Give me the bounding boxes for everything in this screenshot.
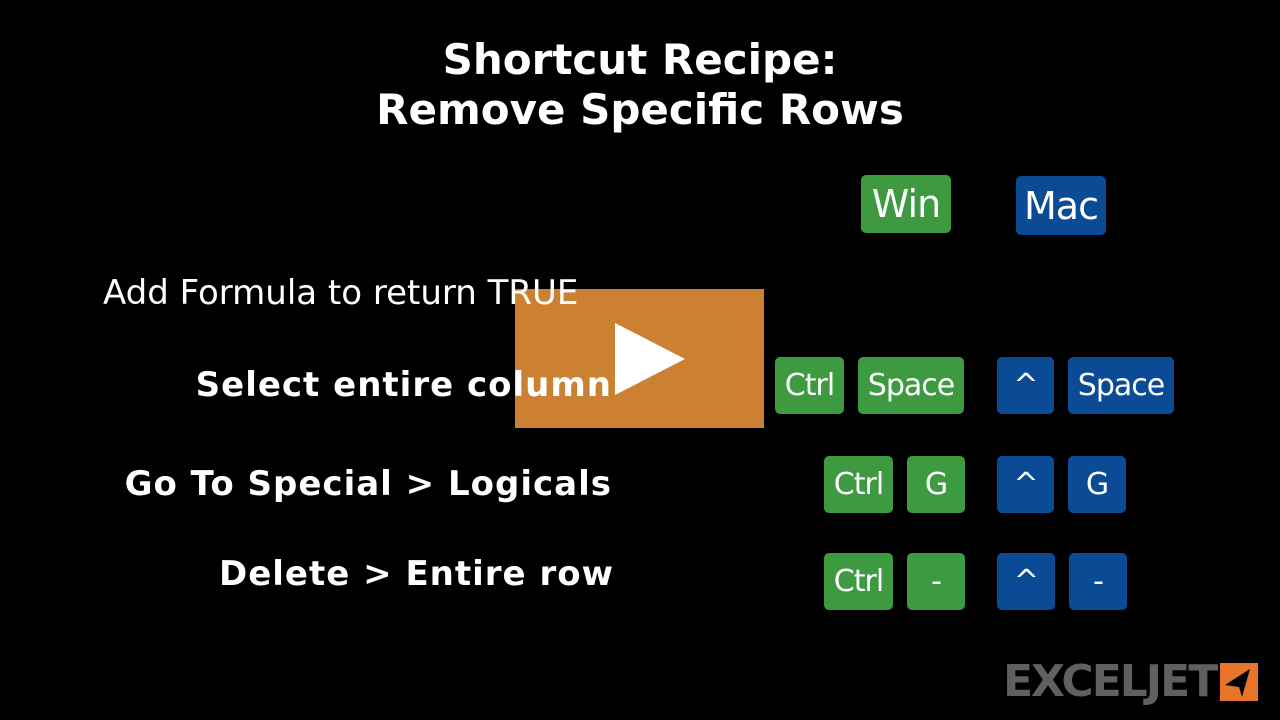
key-control-caret: ^ [997,456,1054,513]
key-ctrl: Ctrl [824,456,893,513]
step-2-label: Select entire column [195,365,612,405]
key-control-caret: ^ [997,357,1054,414]
key-minus: - [1069,553,1127,610]
key-ctrl: Ctrl [824,553,893,610]
title-line-2: Remove Specific Rows [376,85,904,134]
play-button[interactable] [515,289,764,428]
title-line-1: Shortcut Recipe: [442,35,838,84]
key-g: G [907,456,965,513]
mac-badge: Mac [1016,176,1106,235]
key-space: Space [858,357,964,414]
logo-text: EXCELJET [1003,656,1218,707]
key-minus: - [907,553,965,610]
step-4-label: Delete > Entire row [218,554,614,594]
key-g: G [1068,456,1126,513]
key-space: Space [1068,357,1174,414]
step-3-label: Go To Special > Logicals [124,464,612,504]
logo-arrow-icon [1220,662,1259,701]
win-badge: Win [861,175,951,233]
step-1-label: Add Formula to return TRUE [103,273,579,313]
key-ctrl: Ctrl [775,357,844,414]
play-icon [615,323,685,395]
exceljet-logo: EXCELJET [1003,656,1259,707]
key-control-caret: ^ [997,553,1055,610]
